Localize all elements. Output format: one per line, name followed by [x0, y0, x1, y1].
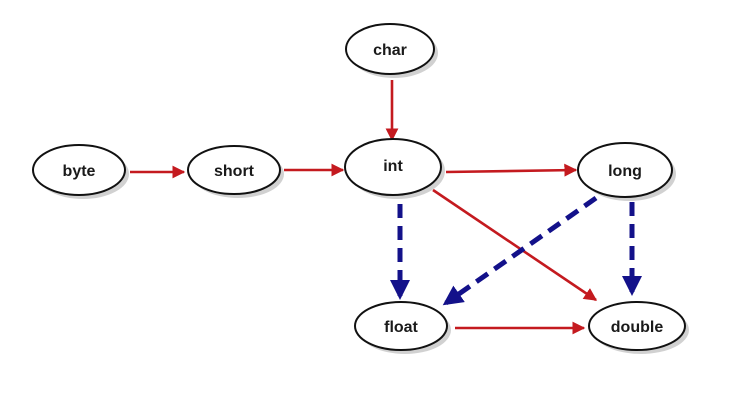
node-char: char	[345, 23, 438, 78]
node-short: short	[187, 145, 284, 198]
node-short-label: short	[214, 163, 255, 180]
node-char-label: char	[373, 42, 407, 59]
node-long-label: long	[608, 163, 642, 180]
edge-long-to-float	[442, 195, 598, 306]
node-byte: byte	[32, 144, 129, 199]
node-byte-label: byte	[63, 163, 96, 180]
node-long: long	[577, 142, 676, 201]
node-double: double	[588, 301, 689, 354]
node-float-label: float	[384, 319, 418, 336]
node-double-label: double	[611, 319, 664, 336]
node-int: int	[344, 138, 445, 199]
node-float: float	[354, 301, 451, 354]
node-int-label: int	[383, 158, 403, 175]
edge-int-to-long	[445, 163, 578, 177]
edge-int-to-double	[432, 188, 598, 302]
